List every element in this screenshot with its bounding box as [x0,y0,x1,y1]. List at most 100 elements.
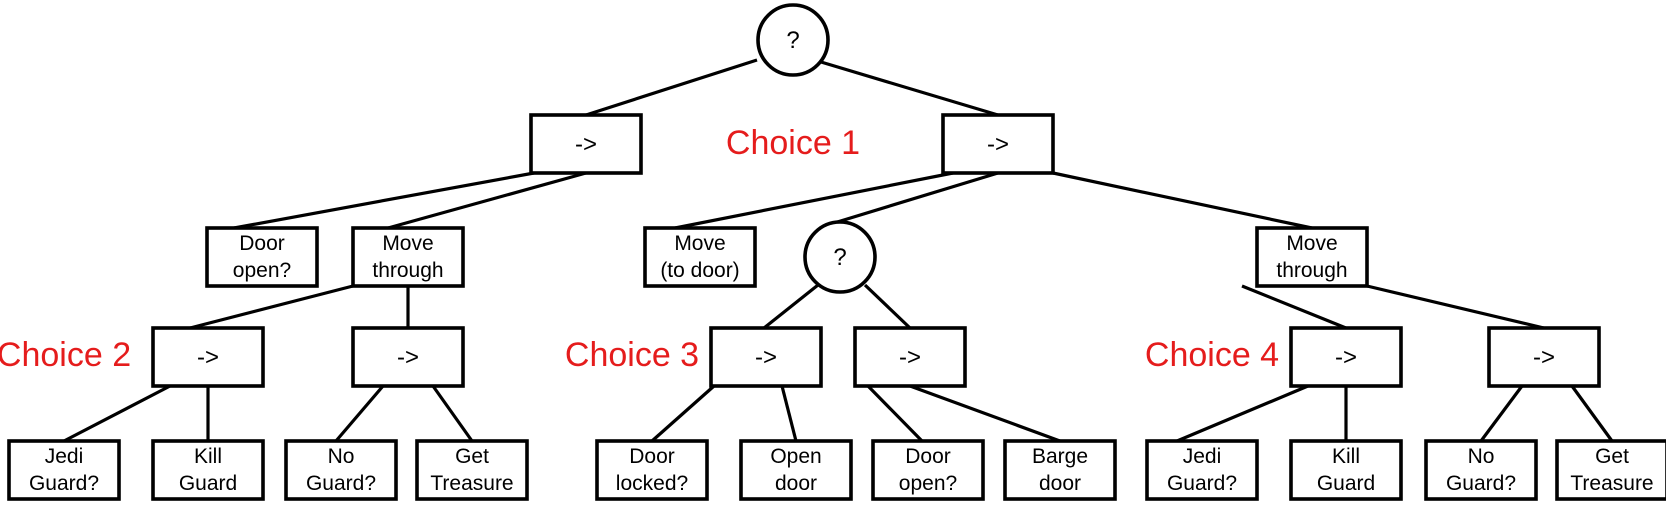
node-label-line: through [372,259,443,282]
sequence-symbol: -> [899,344,921,371]
node-label-line: Move [382,232,433,255]
node-label-line: Guard? [306,472,376,495]
action-node-box [1424,439,1538,501]
node-seqL: -> [529,113,643,175]
node-seqA: -> [151,326,265,388]
node-seqC: -> [709,326,823,388]
edge-seqL-to-move1 [387,171,587,230]
node-label: Move through [372,232,443,282]
edge-seqF-to-gett2 [1570,385,1614,442]
sequence-node-box [351,326,465,388]
node-label-line: Get [1595,445,1629,468]
edge-seqE-to-jedi2 [1176,384,1309,443]
choice-label-4: Choice 4 [1145,336,1279,374]
sequence-symbol: -> [755,344,777,371]
node-root: ? [756,3,830,77]
action-node-box [205,226,319,288]
node-label-line: Guard [1317,472,1375,495]
node-label-line: Open [770,445,821,468]
sequence-symbol: -> [397,344,419,371]
node-seqE: -> [1289,326,1403,388]
node-label-line: No [1468,445,1495,468]
edge-seqD-to-barge [909,384,1061,443]
action-node-box [1255,226,1369,288]
edge-seqC-to-opendoor [780,385,798,442]
node-label-line: No [328,445,355,468]
node-label-line: open? [899,472,957,495]
node-label-line: Kill [194,445,222,468]
edge-sel2-to-seqC [763,283,819,330]
action-node-box [284,439,398,501]
action-node-box [7,439,121,501]
sequence-node-box [853,326,967,388]
edge-move1-to-seqA [189,284,354,330]
edge-seqB-to-gett1 [431,385,474,442]
choice-label-2: Choice 2 [0,336,131,374]
node-label-line: door [775,472,817,495]
action-node-box [415,439,529,501]
action-node-box [871,439,985,501]
node-seqB: -> [351,326,465,388]
action-node-box [1289,439,1403,501]
edge-move2-to-seqE [1241,284,1347,330]
edge-seqR-to-move2 [1052,171,1313,230]
node-label-line: Barge [1032,445,1088,468]
node-label-line: Guard? [29,472,99,495]
sequence-symbol: -> [575,131,597,158]
edge-root-to-seqR [820,60,999,117]
node-label-line: Guard [179,472,237,495]
node-move1: Move through [351,226,465,288]
node-seqR: -> [941,113,1055,175]
node-seqF: -> [1487,326,1601,388]
selector-symbol: ? [786,27,799,54]
edge-seqD-to-door2 [866,384,924,443]
node-label-line: (to door) [660,259,739,282]
action-node-box [1555,439,1666,501]
sequence-node-box [709,326,823,388]
sequence-node-box [1289,326,1403,388]
sequence-symbol: -> [1533,344,1555,371]
sequence-node-box [941,113,1055,175]
edge-seqC-to-doorlock [650,384,716,443]
node-label-line: open? [233,259,291,282]
sequence-symbol: -> [197,344,219,371]
node-label-line: locked? [616,472,688,495]
node-seqD: -> [853,326,967,388]
node-label-line: through [1276,259,1347,282]
node-label-line: Kill [1332,445,1360,468]
edge-move2-to-seqF [1366,284,1545,330]
sequence-node-box [1487,326,1601,388]
node-label-line: Move [674,232,725,255]
node-label: Open door [770,445,821,495]
action-node-box [1003,439,1117,501]
edge-seqB-to-noguard1 [334,384,385,443]
node-label-line: Jedi [45,445,84,468]
edge-layer [63,58,1614,443]
action-node-box [1145,439,1259,501]
choice-label-3: Choice 3 [565,336,699,374]
action-node-box [739,439,853,501]
node-label-line: Guard? [1167,472,1237,495]
selector-node-shape [803,220,877,294]
action-node-box [595,439,709,501]
sequence-symbol: -> [987,131,1009,158]
